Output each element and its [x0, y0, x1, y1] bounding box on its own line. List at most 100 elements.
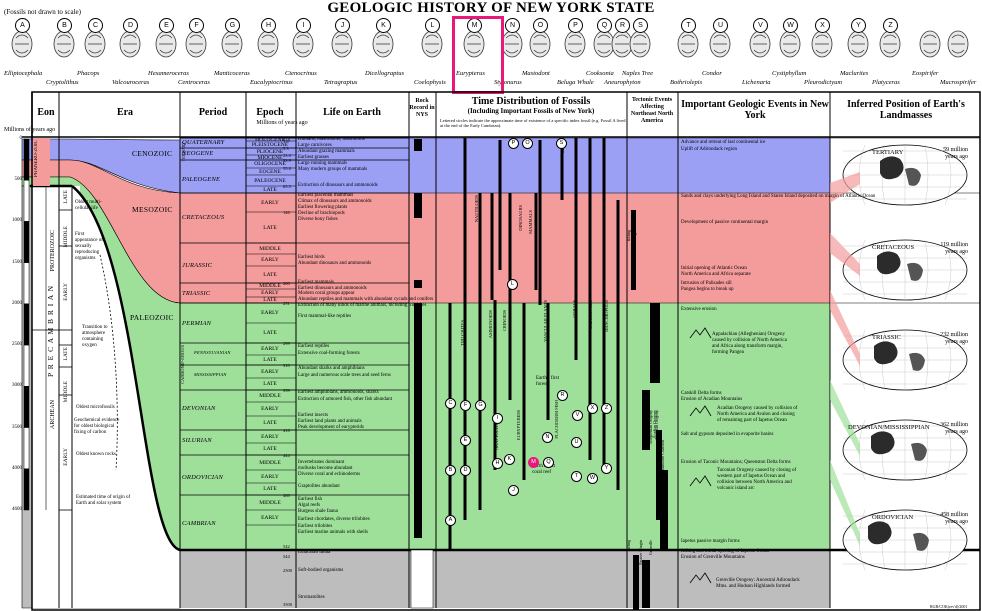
globe-label-devonian-mississippian: DEVONIAN/MISSISSIPPIAN — [848, 424, 930, 431]
tectonic-label-8: Passive Margin — [638, 540, 643, 565]
fossil-name-5: Centroceras — [178, 79, 210, 86]
geo-event-16: North America and Avalon and closing — [717, 412, 795, 417]
fossil-name-4: Hexameroceras — [148, 70, 189, 77]
epoch-28: EARLY — [261, 473, 279, 480]
life-event-26: Earliest insects — [298, 413, 329, 418]
life-event-1: Large carnivores — [298, 143, 332, 148]
note-microfossils: Oldest microfossils — [76, 405, 115, 410]
archean-early: EARLY — [63, 448, 69, 466]
range-letter-e: E — [460, 435, 471, 446]
period-pennsylvanian: PENNSYLVANIAN — [194, 350, 231, 355]
life-event-20: Earliest reptiles — [298, 344, 330, 349]
fossil-name-8: Ctenocrinus — [285, 70, 317, 77]
epoch-20: EARLY — [261, 368, 279, 375]
geo-event-26: Erosion of Grenville Mountains — [681, 555, 745, 560]
fossil-name-2: Phacops — [77, 70, 100, 77]
life-event-40: Soft-bodied organisms — [298, 568, 344, 573]
rock-record-bar-1 — [414, 193, 422, 218]
fossil-range-bar-1 — [463, 138, 467, 520]
fossil-icon-b — [53, 30, 75, 58]
fossil-group-2: AMMONOIDS — [488, 310, 493, 339]
life-event-32: Graptolites abundant — [298, 484, 340, 489]
note-multicellular: Oldest multi-cellular life — [75, 200, 102, 211]
header-rock: Rock Record in NYS — [409, 98, 435, 118]
fossil-letter-h: H — [261, 18, 276, 33]
precambrian-boundary-curve — [71, 185, 181, 552]
fossil-name-25: Platyceras — [872, 79, 900, 86]
axis-tick-2500: 2500 — [12, 342, 22, 348]
epoch-17: LATE — [263, 330, 277, 336]
life-event-28: Peak development of eurypterids — [298, 425, 364, 430]
fossil-group-11: GASTROPODS — [588, 300, 593, 330]
age-9: 251 — [283, 301, 290, 306]
fossil-name-19: Bothriolepis — [670, 79, 703, 86]
first-coral-reef-label: Earth's first coral reef — [532, 464, 555, 475]
fossil-letter-b: B — [57, 18, 72, 33]
epoch-14: EARLY — [261, 290, 279, 296]
age-2: 5.3 — [283, 146, 289, 151]
geo-event-22: collision between North America and — [717, 480, 792, 485]
globe-age-tertiary: 59 million years ago — [943, 147, 968, 160]
note-oxygen: Transition to atmosphere containing oxyg… — [82, 325, 108, 348]
globe-arrow-4 — [830, 460, 860, 546]
fossil-range-bar-13 — [490, 193, 494, 300]
life-event-35: Burgess shale fauna — [298, 509, 338, 514]
age-10: 299 — [283, 341, 290, 346]
fossil-name-9: Tetragraptus — [324, 79, 358, 86]
range-letter-h: H — [492, 458, 503, 469]
range-letter-g: G — [475, 400, 486, 411]
fossil-group-1: NAUTILOIDS — [474, 195, 479, 223]
fossil-icon-j — [331, 30, 353, 58]
life-event-3: Earliest grasses — [298, 155, 329, 160]
mountain-icon-1 — [689, 405, 712, 417]
geo-event-14: Erosion of Acadian Mountains — [681, 397, 743, 402]
tectonic-label-9: Grenville — [648, 540, 653, 556]
fossil-name-22: Cystiphyllum — [772, 70, 807, 77]
age-19: 3500 — [283, 602, 292, 607]
globe-4 — [842, 509, 968, 571]
globe-label-triassic: TRIASSIC — [872, 334, 901, 341]
mountain-icon-2 — [689, 475, 712, 487]
epoch-15: LATE — [263, 297, 277, 303]
epoch-6: PALEOCENE — [254, 177, 286, 184]
fossil-name-7: Eucalyptocrinus — [250, 79, 293, 86]
page-title: GEOLOGIC HISTORY OF NEW YORK STATE — [327, 0, 655, 16]
fossil-range-bar-8 — [560, 138, 564, 200]
precambrian-columns-bg — [32, 186, 72, 608]
fossil-name-0: Elliptocephala — [4, 70, 43, 77]
fossil-letter-q: Q — [597, 18, 612, 33]
fossil-name-1: Cryptolithus — [46, 79, 79, 86]
geo-event-8: Extensive erosion — [681, 307, 717, 312]
fossil-icon-u — [709, 30, 731, 58]
tectonic-label-4: Taconian Orogeny — [654, 410, 659, 440]
band-precambrian — [180, 550, 830, 608]
epoch-21: LATE — [263, 381, 277, 387]
age-13: 416 — [283, 428, 290, 433]
age-11: 318 — [283, 363, 290, 368]
mountain-icon-0 — [689, 327, 712, 339]
axis-tick-3500: 3500 — [12, 424, 22, 430]
range-letter-o: O — [522, 138, 533, 149]
scale-note: (Fossils not drawn to scale) — [4, 8, 81, 16]
life-event-31: Diverse coral and echinoderms — [298, 472, 361, 477]
life-event-21: Extensive coal-forming forests — [298, 351, 360, 356]
globe-age-ordovician: 458 million years ago — [940, 512, 968, 525]
range-letter-j: J — [508, 485, 519, 496]
fossil-group-5: EURYPTERIDS — [516, 410, 521, 441]
epoch-3: MIOCENE — [257, 154, 283, 161]
fossil-letter-a: A — [15, 18, 30, 33]
fossil-name-23: Pleurodictyum — [804, 79, 843, 86]
tertiary-label: TERTIARY — [181, 142, 186, 162]
range-letter-w: W — [587, 473, 598, 484]
fossil-letter-e: E — [159, 18, 174, 33]
range-letter-m: M — [528, 457, 539, 468]
range-letter-s: S — [556, 138, 567, 149]
fossil-name-11: Coelophysis — [414, 79, 446, 86]
axis-segment-6 — [23, 386, 30, 428]
life-event-2: Abundant grazing mammals — [298, 149, 355, 154]
fossil-icon-l — [421, 30, 443, 58]
header-inferred: Inferred Position of Earth's Landmasses — [847, 99, 965, 121]
life-event-22: Abundant sharks and amphibians — [298, 366, 365, 371]
fossil-range-bar-7 — [546, 303, 550, 420]
period-ordovician: ORDOVICIAN — [182, 474, 223, 481]
